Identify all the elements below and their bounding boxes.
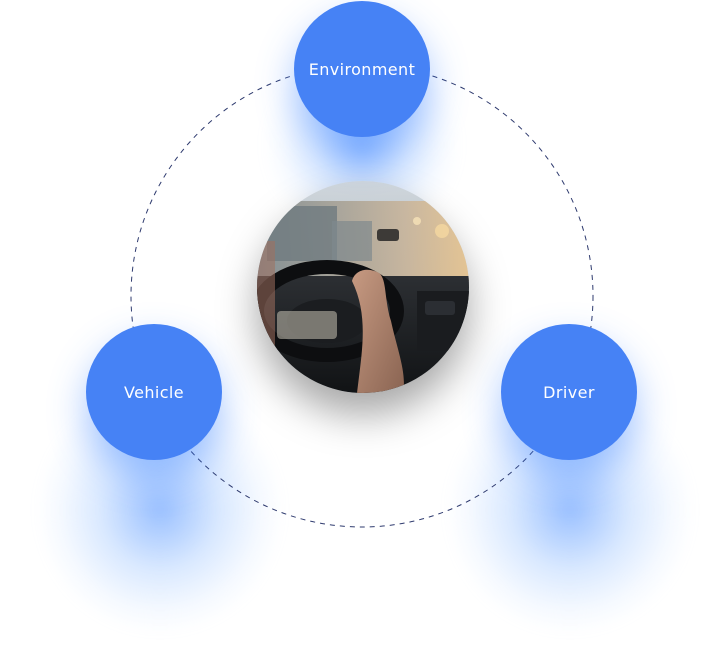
driver-label: Driver <box>543 382 595 402</box>
driver-node: Driver <box>501 324 637 460</box>
environment-node: Environment <box>294 1 430 137</box>
environment-label: Environment <box>308 59 416 79</box>
vehicle-label: Vehicle <box>123 382 185 402</box>
center-photo <box>257 181 469 393</box>
vehicle-node: Vehicle <box>86 324 222 460</box>
driving-scene-image <box>257 181 469 393</box>
